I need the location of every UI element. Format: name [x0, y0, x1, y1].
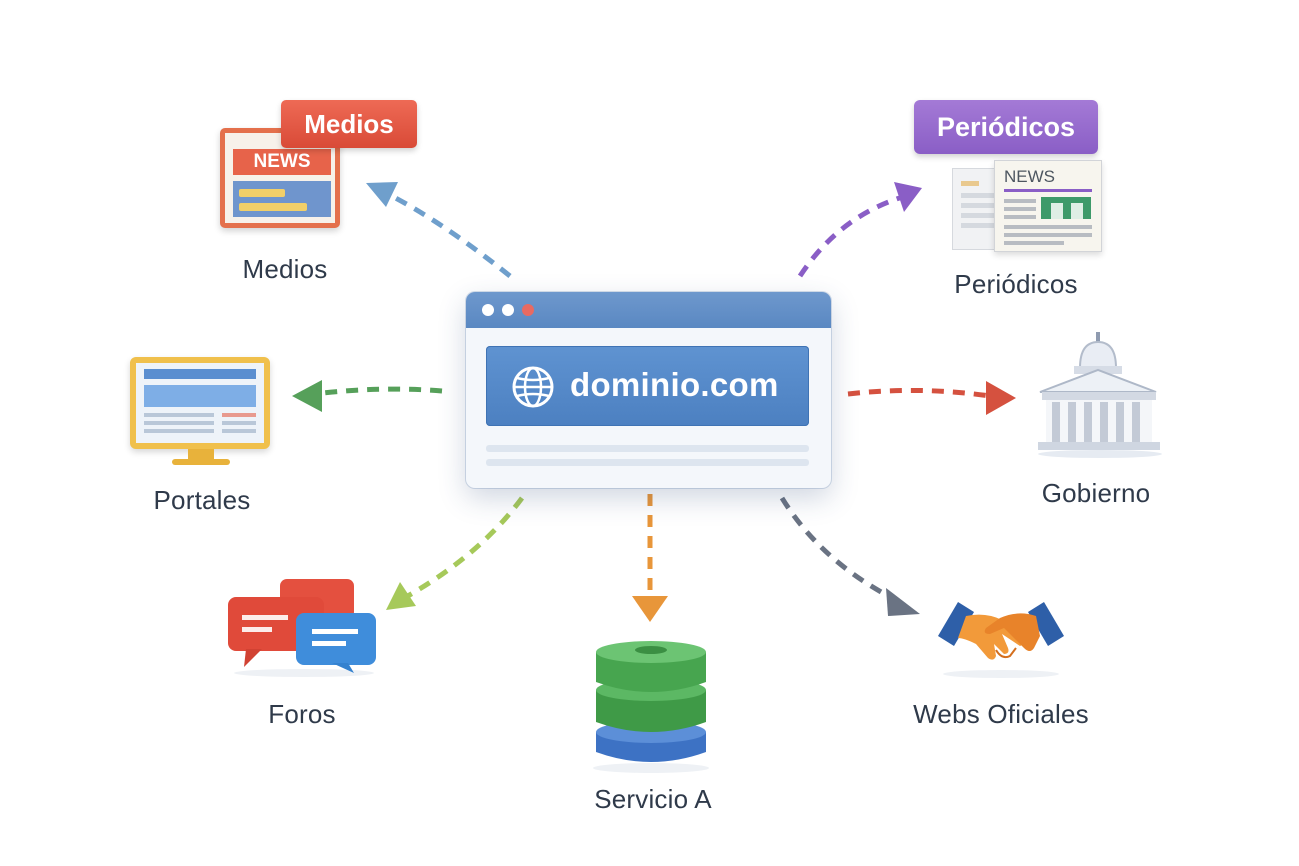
newspaper-image	[1041, 197, 1091, 219]
newspaper-title: NEWS	[1004, 167, 1055, 186]
medios-badge-text: Medios	[304, 109, 394, 139]
window-dot-icon	[482, 304, 494, 316]
window-dot-icon	[502, 304, 514, 316]
government-building-icon	[1038, 332, 1162, 458]
periodicos-badge: Periódicos	[914, 100, 1098, 154]
news-screen-icon: NEWS	[220, 128, 340, 228]
newspaper-icon: NEWS	[994, 160, 1102, 252]
monitor-icon	[130, 357, 270, 449]
news-banner: NEWS	[233, 149, 331, 175]
browser-window: dominio.com	[466, 292, 831, 488]
medios-label: Medios	[242, 254, 328, 284]
chat-bubbles-icon	[228, 579, 376, 677]
content-line	[486, 459, 809, 466]
arrow-to-medios	[366, 182, 512, 278]
news-panel	[233, 181, 331, 217]
window-close-dot-icon	[522, 304, 534, 316]
arrow-to-periodicos	[797, 182, 922, 278]
webs-oficiales-label: Webs Oficiales	[913, 699, 1089, 729]
arrow-to-servicio	[632, 494, 668, 622]
foros-label: Foros	[268, 699, 336, 729]
browser-title-bar	[466, 292, 831, 328]
content-line	[486, 445, 809, 452]
portales-label: Portales	[153, 485, 251, 515]
arrow-to-webs	[779, 496, 920, 616]
globe-icon	[512, 366, 554, 408]
arrow-to-portales	[292, 380, 443, 412]
database-icon	[593, 641, 709, 773]
gobierno-label: Gobierno	[1041, 478, 1151, 508]
arrow-to-gobierno	[847, 381, 1016, 415]
domain-text: dominio.com	[570, 366, 779, 403]
arrow-to-foros	[386, 496, 525, 610]
medios-badge: Medios	[281, 100, 417, 148]
periodicos-badge-text: Periódicos	[936, 112, 1076, 142]
handshake-icon	[938, 602, 1064, 678]
address-bar: dominio.com	[486, 346, 809, 426]
periodicos-label: Periódicos	[954, 269, 1078, 299]
servicio-label: Servicio A	[594, 784, 712, 814]
